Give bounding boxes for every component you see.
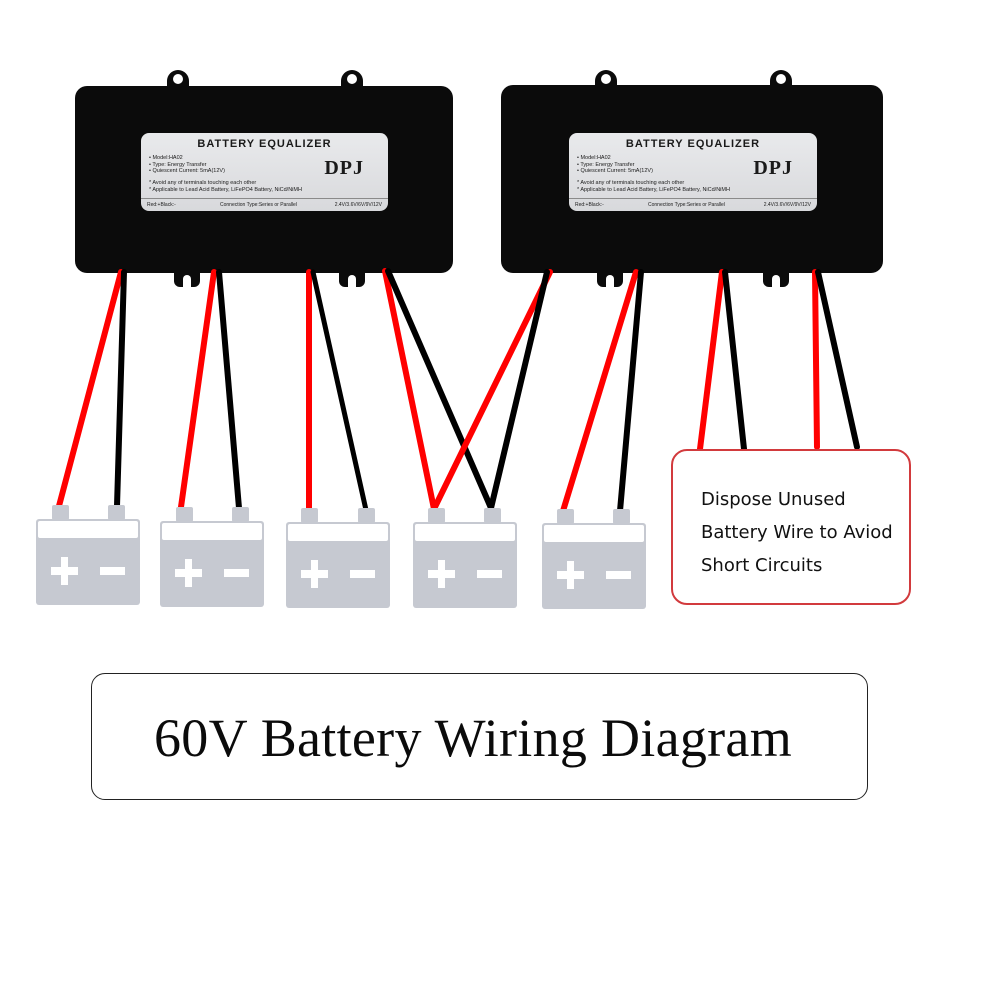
mounting-tab — [174, 271, 200, 287]
label-notes: * Avoid any of terminals touching each o… — [577, 180, 730, 193]
wire-m1-p1-positive — [56, 269, 124, 509]
battery-body — [413, 522, 517, 608]
battery-band — [162, 523, 262, 540]
positive-terminal — [176, 507, 193, 522]
mounting-tab — [167, 70, 189, 88]
plus-icon — [301, 570, 328, 578]
battery-body — [542, 523, 646, 609]
note-applicable: * Applicable to Lead Acid Battery, LiFeP… — [149, 186, 302, 193]
note-line: Dispose Unused — [701, 489, 846, 510]
plus-icon — [557, 571, 584, 579]
mounting-tab — [770, 70, 792, 88]
wire-m1-p1-negative — [114, 269, 127, 509]
battery-body — [286, 522, 390, 608]
mounting-tab — [341, 70, 363, 88]
brand-logo: DPJ — [324, 157, 364, 179]
footer-polarity: Red:+Black:- — [147, 202, 176, 208]
note-terminals: * Avoid any of terminals touching each o… — [577, 180, 685, 186]
wire-m2-p1-positive — [431, 269, 553, 512]
wire-m2-p2-negative — [617, 269, 644, 514]
minus-icon — [100, 567, 125, 575]
wire-m2-p4-negative — [815, 269, 860, 450]
footer-voltages: 2.4V/3.6V/6V/9V/12V — [763, 202, 811, 208]
negative-terminal — [108, 505, 125, 520]
spec-type: • Type: Energy Transfer — [149, 161, 207, 168]
battery-4 — [413, 508, 517, 608]
wire-m2-p2-positive — [560, 269, 639, 514]
mounting-tab — [763, 271, 789, 287]
footer-connection-type: Connection Type:Series or Parallel — [220, 202, 297, 208]
footer-polarity: Red:+Black:- — [575, 202, 604, 208]
wire-m2-p3-negative — [722, 269, 747, 452]
spec-model: • Model:HA02 — [149, 155, 183, 161]
battery-3 — [286, 508, 390, 608]
note-line: Battery Wire to Aviod — [701, 522, 893, 543]
module-label: BATTERY EQUALIZER • Model:HA02 • Type: E… — [569, 133, 817, 211]
wire-m1-p3-negative — [310, 269, 369, 513]
brand-logo: DPJ — [753, 157, 793, 179]
battery-body — [36, 519, 140, 605]
label-specs: • Model:HA02 • Type: Energy Transfer • Q… — [149, 155, 225, 175]
module-label: BATTERY EQUALIZER • Model:HA02 • Type: E… — [141, 133, 388, 211]
negative-terminal — [358, 508, 375, 523]
mounting-tab — [595, 70, 617, 88]
plus-icon — [428, 570, 455, 578]
label-footer: Red:+Black:- Connection Type:Series or P… — [569, 198, 817, 211]
label-title: BATTERY EQUALIZER — [197, 138, 332, 150]
mounting-tab — [339, 271, 365, 287]
note-terminals: * Avoid any of terminals touching each o… — [149, 180, 257, 186]
wire-m1-p2-positive — [178, 269, 217, 510]
title-box: 60V Battery Wiring Diagram — [91, 673, 868, 800]
battery-2 — [160, 507, 264, 607]
battery-5 — [542, 509, 646, 609]
minus-icon — [477, 570, 502, 578]
wire-m2-p1-negative — [488, 269, 550, 511]
battery-band — [544, 525, 644, 542]
wire-m1-p4-negative — [385, 268, 494, 511]
negative-terminal — [232, 507, 249, 522]
battery-band — [288, 524, 388, 541]
battery-1 — [36, 505, 140, 605]
positive-terminal — [301, 508, 318, 523]
footer-voltages: 2.4V/3.6V/6V/9V/12V — [334, 202, 382, 208]
spec-type: • Type: Energy Transfer — [577, 161, 635, 168]
warning-note: Dispose Unused Battery Wire to Aviod Sho… — [671, 449, 911, 605]
plus-icon — [51, 567, 78, 575]
label-footer: Red:+Black:- Connection Type:Series or P… — [141, 198, 388, 211]
positive-terminal — [557, 509, 574, 524]
minus-icon — [224, 569, 249, 577]
diagram-title: 60V Battery Wiring Diagram — [154, 708, 793, 768]
wire-m1-p4-positive — [382, 268, 437, 512]
wire-m1-p2-negative — [216, 269, 242, 511]
positive-terminal — [52, 505, 69, 520]
spec-current: • Quiescent Current: 5mA(12V) — [577, 168, 653, 174]
footer-connection-type: Connection Type:Series or Parallel — [648, 202, 725, 208]
spec-current: • Quiescent Current: 5mA(12V) — [149, 168, 225, 174]
negative-terminal — [613, 509, 630, 524]
note-line: Short Circuits — [701, 555, 823, 576]
positive-terminal — [428, 508, 445, 523]
minus-icon — [606, 571, 631, 579]
label-notes: * Avoid any of terminals touching each o… — [149, 180, 302, 193]
battery-band — [415, 524, 515, 541]
mounting-tab — [597, 271, 623, 287]
wire-m2-p4-positive — [812, 269, 820, 450]
note-applicable: * Applicable to Lead Acid Battery, LiFeP… — [577, 186, 730, 193]
battery-body — [160, 521, 264, 607]
spec-model: • Model:HA02 — [577, 155, 611, 161]
wire-m2-p3-positive — [697, 269, 725, 452]
label-specs: • Model:HA02 • Type: Energy Transfer • Q… — [577, 155, 653, 175]
minus-icon — [350, 570, 375, 578]
battery-band — [38, 521, 138, 538]
label-title: BATTERY EQUALIZER — [625, 138, 761, 150]
negative-terminal — [484, 508, 501, 523]
plus-icon — [175, 569, 202, 577]
